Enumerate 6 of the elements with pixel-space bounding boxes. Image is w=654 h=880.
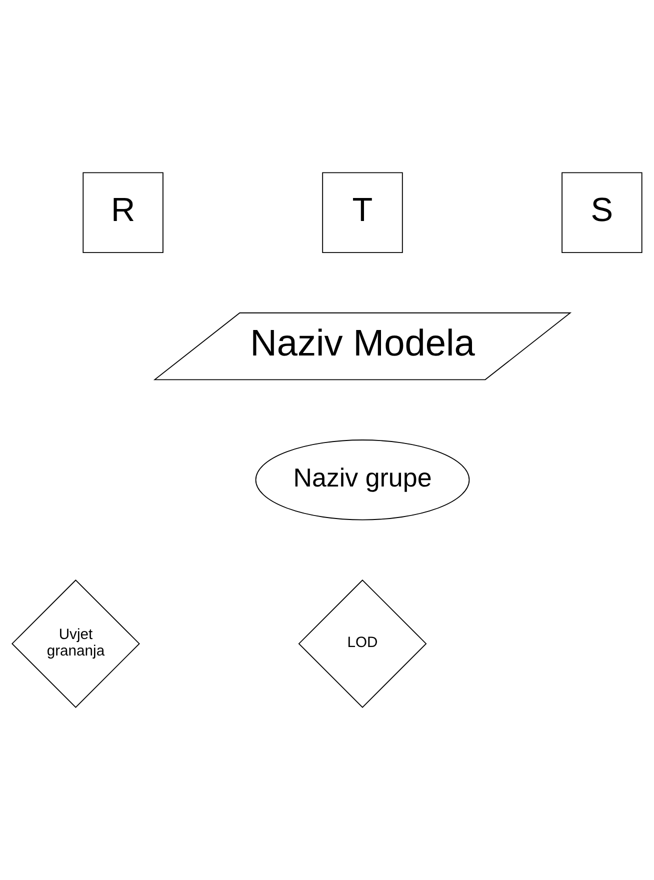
node-diamond: LOD — [298, 579, 427, 708]
node-box: T — [322, 172, 403, 253]
node-box: S — [562, 172, 642, 253]
node-diamond: Uvjet grananja — [12, 579, 140, 708]
node-ellipse: Naziv grupe — [255, 440, 470, 520]
node-box: R — [82, 172, 164, 253]
